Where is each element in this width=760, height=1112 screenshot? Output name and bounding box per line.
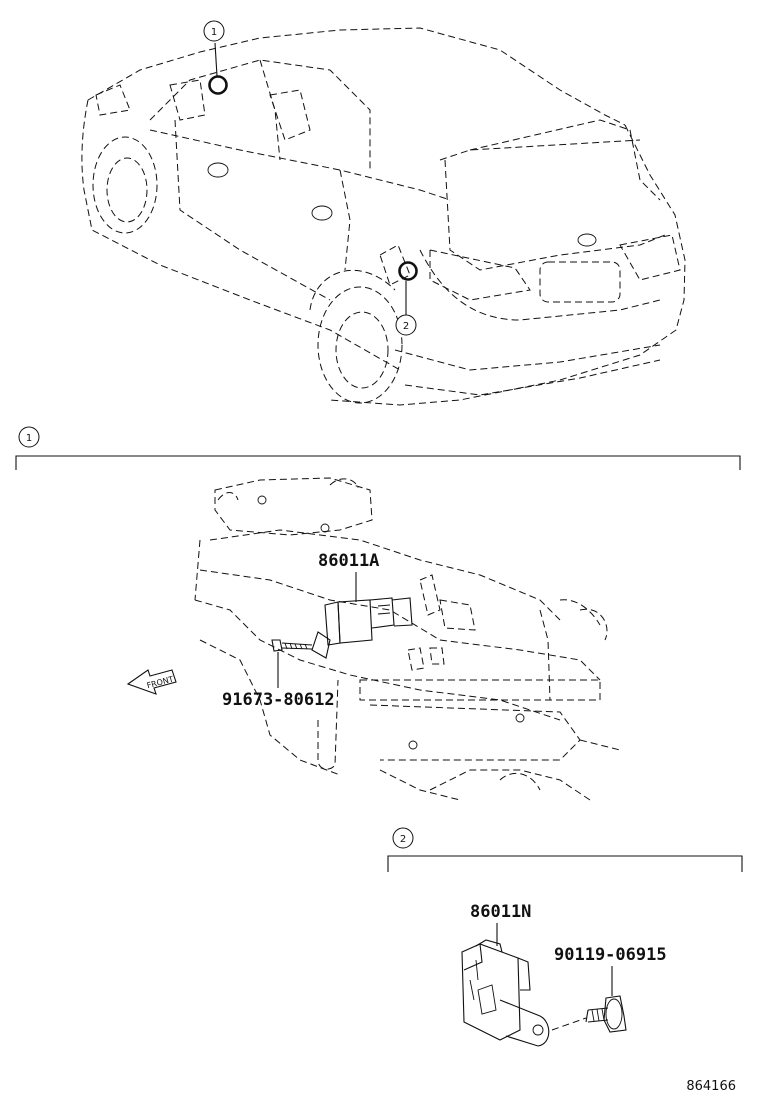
location-marker-2 [398, 261, 418, 315]
part-number-label: 91673-80612 [222, 690, 335, 710]
callout-number: 2 [403, 321, 409, 332]
bracket-86011n [461, 939, 550, 1047]
part-number-label: 90119-06915 [554, 945, 667, 965]
vehicle-overview [81, 27, 686, 406]
bolt-90119 [551, 995, 627, 1033]
section-2-header: 2 [387, 827, 743, 872]
section-number: 2 [400, 834, 406, 845]
callout-circle-1: 1 [203, 20, 225, 42]
callout-number: 1 [211, 27, 217, 38]
section-number: 1 [26, 433, 32, 444]
location-marker-1 [208, 42, 228, 95]
part-number-label: 86011N [470, 902, 531, 922]
diagram-reference-number: 864166 [686, 1079, 736, 1094]
part-number-label: 86011A [318, 551, 379, 571]
section-1-header: 1 [15, 426, 741, 470]
callout-circle-2: 2 [395, 314, 417, 336]
front-arrow: FRONT [126, 669, 177, 695]
bolt-91673 [271, 639, 313, 652]
relay-86011a [311, 597, 413, 659]
front-arrow-label: FRONT [146, 675, 175, 691]
engine-bay-illustration [194, 477, 621, 801]
